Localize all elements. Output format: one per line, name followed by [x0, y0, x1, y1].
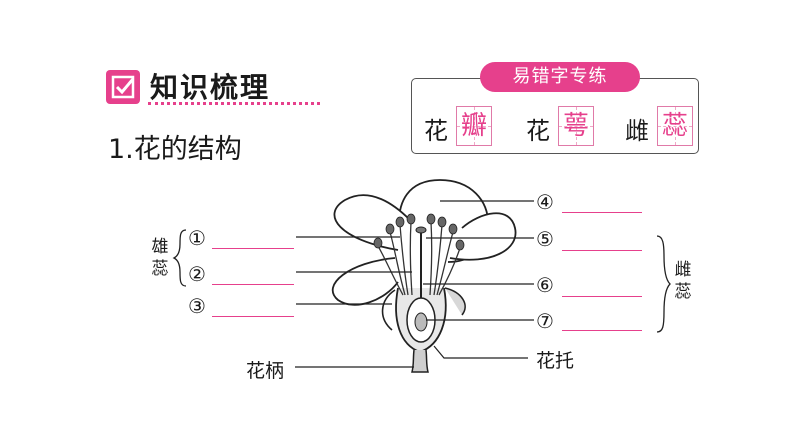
label-number-4: ④ [536, 190, 554, 214]
label-number-2: ② [188, 262, 206, 286]
section-title: 知识梳理 [150, 71, 271, 104]
err-grid-2: 萼 [558, 106, 594, 146]
petal-right [449, 212, 517, 261]
blank-5[interactable] [562, 250, 642, 251]
sepal-right [444, 287, 466, 316]
pistil-label-char-2: 蕊 [674, 282, 692, 302]
left-brace [172, 229, 187, 287]
pistil-label: 雌 蕊 [673, 259, 693, 303]
blank-2[interactable] [212, 284, 294, 285]
err-prefix-2: 花 [526, 117, 550, 145]
err-prefix-1: 花 [424, 117, 448, 145]
title-underline [148, 102, 320, 105]
petal-left-lower [331, 257, 399, 306]
err-prefix-3: 雌 [625, 117, 649, 145]
err-grid-1: 瓣 [456, 106, 492, 146]
ovule [414, 312, 428, 332]
blank-1[interactable] [212, 248, 294, 249]
anthers [373, 213, 465, 251]
err-grid-3: 蕊 [657, 106, 693, 146]
right-brace [656, 235, 671, 333]
flower-stalk-label: 花柄 [246, 360, 285, 382]
pistil-label-char-1: 雌 [674, 260, 692, 280]
blank-3[interactable] [212, 316, 294, 317]
stamen-label-char-2: 蕊 [151, 259, 169, 279]
label-number-5: ⑤ [536, 227, 554, 251]
label-number-6: ⑥ [536, 273, 554, 297]
receptacle-label: 花托 [536, 350, 575, 372]
stamen-label-char-1: 雄 [151, 237, 169, 257]
err-char-3: 蕊 [661, 111, 688, 141]
sepal-left [381, 289, 396, 331]
blank-6[interactable] [562, 296, 642, 297]
label-number-7: ⑦ [536, 309, 554, 333]
checkbox-icon [106, 70, 140, 104]
blank-7[interactable] [562, 330, 642, 331]
label-number-3: ③ [188, 294, 206, 318]
stigma [415, 226, 427, 234]
flower-stalk [411, 349, 429, 373]
error-prone-title: 易错字专练 [480, 62, 640, 92]
stamen-label: 雄 蕊 [150, 236, 170, 280]
leader-receptacle [433, 345, 528, 359]
subheading: 1.花的结构 [108, 134, 242, 165]
err-char-1: 瓣 [460, 111, 487, 141]
blank-4[interactable] [562, 212, 642, 213]
label-number-1: ① [188, 226, 206, 250]
err-char-2: 萼 [562, 111, 589, 141]
